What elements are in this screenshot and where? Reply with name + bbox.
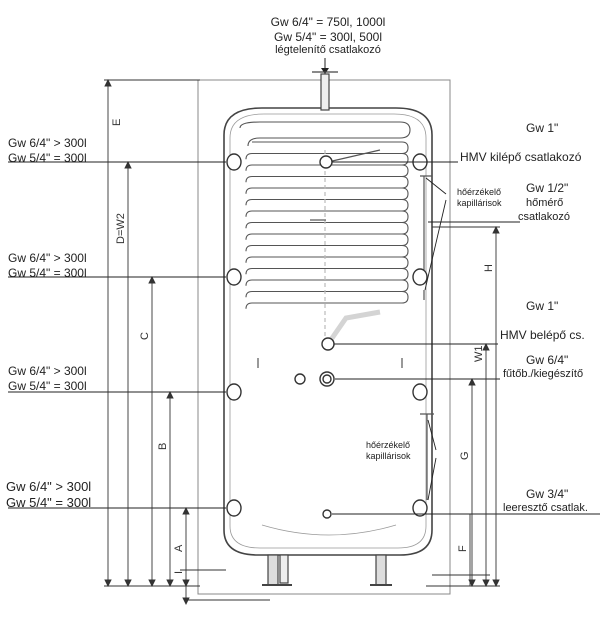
sensor-capillary-top-1: hőérzékelő: [457, 187, 502, 197]
dim-C: C: [139, 332, 151, 340]
coil-loop: [245, 244, 409, 263]
top-label-line1: Gw 6/4" = 750l, 1000l: [270, 15, 386, 29]
dim-A: A: [173, 544, 185, 552]
port-thermo-small: [294, 373, 306, 385]
left-connection-3-line1: Gw 6/4" > 300l: [8, 364, 87, 378]
coil-loop: [245, 198, 409, 217]
sensor-capillary-bottom-2: kapillárisok: [366, 451, 411, 461]
coil-loop: [245, 256, 409, 275]
gw34-label: Gw 3/4": [526, 487, 569, 501]
coil-loop: [245, 152, 409, 171]
dim-F: F: [457, 545, 469, 552]
heater-label: fűtőb./kiegészítő: [503, 368, 584, 380]
dim-B: B: [157, 442, 169, 450]
port-right-2: [412, 268, 428, 286]
leg-left: [267, 554, 279, 586]
vent-connection-label: légtelenítő csatlakozó: [275, 44, 381, 56]
drain-label: leeresztő csatlak.: [503, 502, 588, 514]
leg-mid: [279, 554, 289, 584]
left-connection-4-line2: Gw 5/4" = 300l: [6, 495, 92, 510]
port-drain: [322, 509, 332, 519]
coil-loop: [245, 210, 409, 229]
leg-right: [375, 554, 387, 586]
port-left-1: [226, 153, 242, 171]
port-right-3: [412, 383, 428, 401]
left-connection-2-line2: Gw 5/4" = 300l: [8, 266, 87, 280]
sensor-capillary-top-2: kapillárisok: [457, 198, 502, 208]
left-connection-1-line2: Gw 5/4" = 300l: [8, 151, 87, 165]
dim-W1: W1: [473, 345, 485, 363]
coil-loop: [245, 221, 409, 240]
left-connection-2-line1: Gw 6/4" > 300l: [8, 251, 87, 265]
thermometer-label-1: hőmérő: [526, 197, 564, 209]
gw-half-label: Gw 1/2": [526, 181, 569, 195]
hmv-inlet-label: HMV belépő cs.: [500, 328, 585, 342]
port-left-2: [226, 268, 242, 286]
coil-loop: [245, 164, 409, 183]
port-hmv-in: [321, 337, 335, 351]
heat-exchanger-coil: [239, 121, 411, 147]
vent-pipe: [320, 73, 330, 111]
tank-body: [223, 107, 433, 556]
dim-D: D=W2: [115, 213, 127, 244]
coil-loop: [245, 290, 409, 309]
gw1-top-label: Gw 1": [526, 121, 559, 135]
top-label-line2: Gw 5/4" = 300l, 500l: [274, 30, 382, 44]
port-left-3: [226, 383, 242, 401]
dim-H: H: [483, 264, 495, 272]
coil-loop: [245, 279, 409, 298]
sensor-capillary-bottom-1: hőérzékelő: [366, 440, 411, 450]
port-right-4: [412, 499, 428, 517]
dim-I: I: [173, 570, 185, 574]
left-connection-4-line1: Gw 6/4" > 300l: [6, 479, 92, 494]
port-hmv-out: [319, 155, 333, 169]
coil-loop: [245, 267, 409, 286]
left-connection-3-line2: Gw 5/4" = 300l: [8, 379, 87, 393]
coil-loop: [245, 141, 409, 160]
gw1-mid-label: Gw 1": [526, 299, 559, 313]
port-left-4: [226, 499, 242, 517]
dim-E: E: [111, 118, 123, 126]
left-connection-1-line1: Gw 6/4" > 300l: [8, 136, 87, 150]
dim-G: G: [459, 451, 471, 460]
gw64-right-label: Gw 6/4": [526, 353, 569, 367]
coil-loop: [245, 187, 409, 206]
thermometer-label-2: csatlakozó: [518, 211, 570, 223]
coil-loop: [245, 233, 409, 252]
hmv-outlet-label: HMV kilépő csatlakozó: [460, 150, 582, 164]
coil-loop: [245, 175, 409, 194]
ports: [226, 153, 428, 519]
